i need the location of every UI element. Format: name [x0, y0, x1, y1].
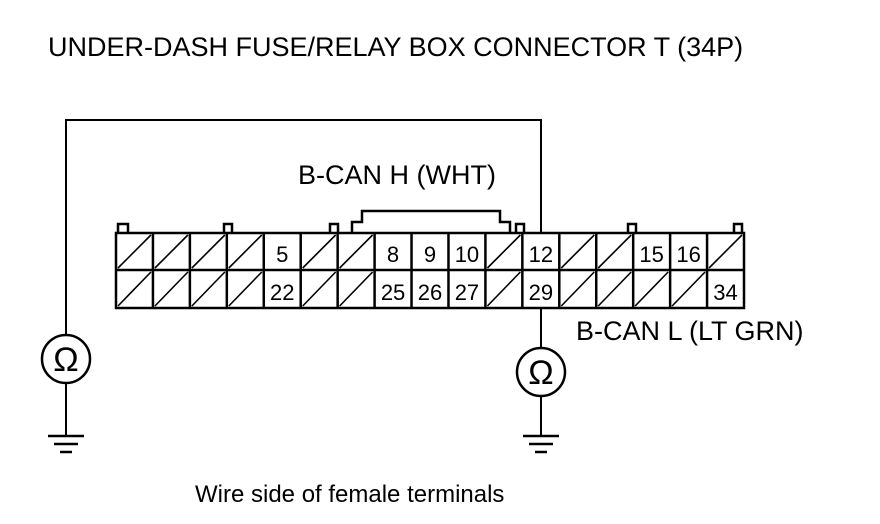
- bottom-terminal-29: 29: [529, 280, 553, 305]
- ohm-symbol: Ω: [53, 341, 78, 379]
- empty-cavity-mark: [671, 271, 706, 307]
- connector-latch: [350, 209, 512, 233]
- empty-cavity-mark: [117, 271, 152, 307]
- bottom-terminal-27: 27: [455, 280, 479, 305]
- ohm-symbol: Ω: [528, 354, 553, 392]
- empty-cavity-mark: [339, 234, 374, 269]
- ground-icon: [523, 434, 559, 454]
- wiring: [65, 119, 542, 348]
- bottom-terminal-25: 25: [381, 280, 405, 305]
- connector-nub: [222, 222, 234, 233]
- empty-cavity-mark: [191, 234, 226, 269]
- ground-icon: [48, 434, 84, 454]
- empty-cavity-mark: [228, 234, 263, 269]
- top-terminal-8: 8: [387, 242, 399, 267]
- empty-cavity-mark: [154, 271, 189, 307]
- empty-cavity-mark: [302, 271, 337, 307]
- bottom-terminal-22: 22: [270, 280, 294, 305]
- empty-cavity-mark: [560, 271, 595, 307]
- bottom-terminal-26: 26: [418, 280, 442, 305]
- top-terminal-5: 5: [276, 242, 288, 267]
- empty-cavity-mark: [597, 234, 632, 269]
- empty-cavity-mark: [117, 234, 152, 269]
- top-terminal-15: 15: [639, 242, 663, 267]
- top-terminal-16: 16: [676, 242, 700, 267]
- wire-side-note: Wire side of female terminals: [195, 481, 504, 508]
- empty-cavity-mark: [486, 271, 521, 307]
- empty-cavity-mark: [191, 271, 226, 307]
- empty-cavity-mark: [597, 271, 632, 307]
- bcan-h-label: B-CAN H (WHT): [298, 160, 496, 190]
- empty-cavity-mark: [634, 271, 669, 307]
- empty-cavity-mark: [154, 234, 189, 269]
- bottom-terminal-34: 34: [713, 280, 737, 305]
- top-terminal-9: 9: [424, 242, 436, 267]
- top-terminal-10: 10: [455, 242, 479, 267]
- empty-cavity-mark: [560, 234, 595, 269]
- empty-cavity-mark: [486, 234, 521, 269]
- connector-nub: [626, 222, 638, 233]
- left-ohmmeter: Ω: [40, 333, 92, 454]
- right-ohmmeter: Ω: [515, 346, 567, 454]
- diagram-title: UNDER-DASH FUSE/RELAY BOX CONNECTOR T (3…: [48, 32, 743, 62]
- connector-nub: [116, 222, 130, 233]
- top-terminal-12: 12: [529, 242, 553, 267]
- connector-nub: [732, 222, 744, 233]
- connector-nub: [514, 222, 526, 233]
- empty-cavity-mark: [339, 271, 374, 307]
- empty-cavity-mark: [302, 234, 337, 269]
- empty-cavity-mark: [708, 234, 743, 269]
- connector-nub: [328, 222, 340, 233]
- empty-cavity-mark: [228, 271, 263, 307]
- bcan-l-label: B-CAN L (LT GRN): [576, 316, 804, 346]
- left-meter-lead: [65, 119, 542, 335]
